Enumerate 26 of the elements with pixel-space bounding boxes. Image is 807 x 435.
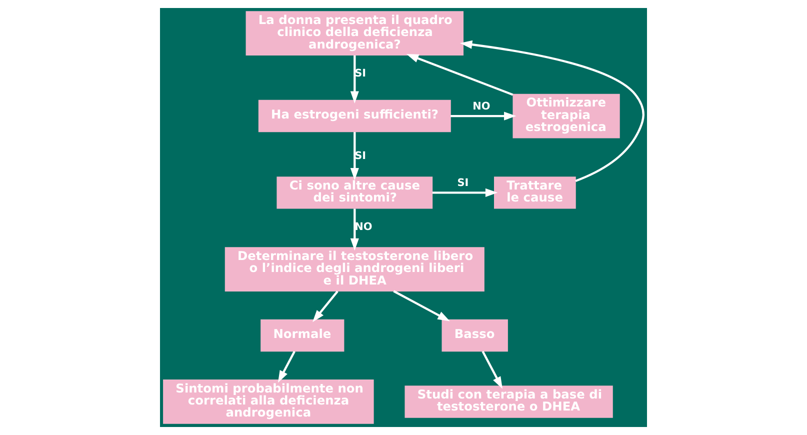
node-box: Sintomi probabilmente non correlati alla deficienza androgenica: [163, 380, 374, 424]
edge-label: SI: [457, 177, 469, 190]
arrow: [312, 290, 338, 322]
node-box: Basso: [442, 319, 508, 352]
arrow: [278, 350, 296, 383]
edge-label: SI: [354, 67, 366, 80]
arrow: [350, 208, 359, 251]
arrow: [406, 54, 514, 96]
edge-label: NO: [472, 100, 490, 113]
node-box: Normale: [260, 319, 344, 352]
node-box: Trattare le cause: [494, 176, 576, 209]
arrow: [350, 132, 359, 180]
arrow: [460, 40, 644, 182]
arrow: [482, 350, 502, 389]
node-box: Studi con terapia a base di testosterone o DHEA: [404, 386, 613, 418]
arrow: [350, 55, 359, 104]
node-box: La donna presenta il quadro clinico della deficienza androgenica?: [246, 11, 464, 56]
edge-label: SI: [354, 150, 366, 162]
arrow: [393, 290, 450, 322]
node-box: Ci sono altre cause dei sintomi?: [276, 176, 433, 209]
edge-label: NO: [354, 220, 372, 233]
node-box: Ottimizzare terapia estrogenica: [512, 94, 620, 138]
arrow: [432, 188, 498, 197]
arrow: [450, 112, 516, 120]
node-box: Determinare il testosterone libero o l’indice degli androgeni liberi e il DHEA: [224, 247, 484, 292]
node-box: Ha estrogeni sufficienti?: [258, 100, 451, 132]
